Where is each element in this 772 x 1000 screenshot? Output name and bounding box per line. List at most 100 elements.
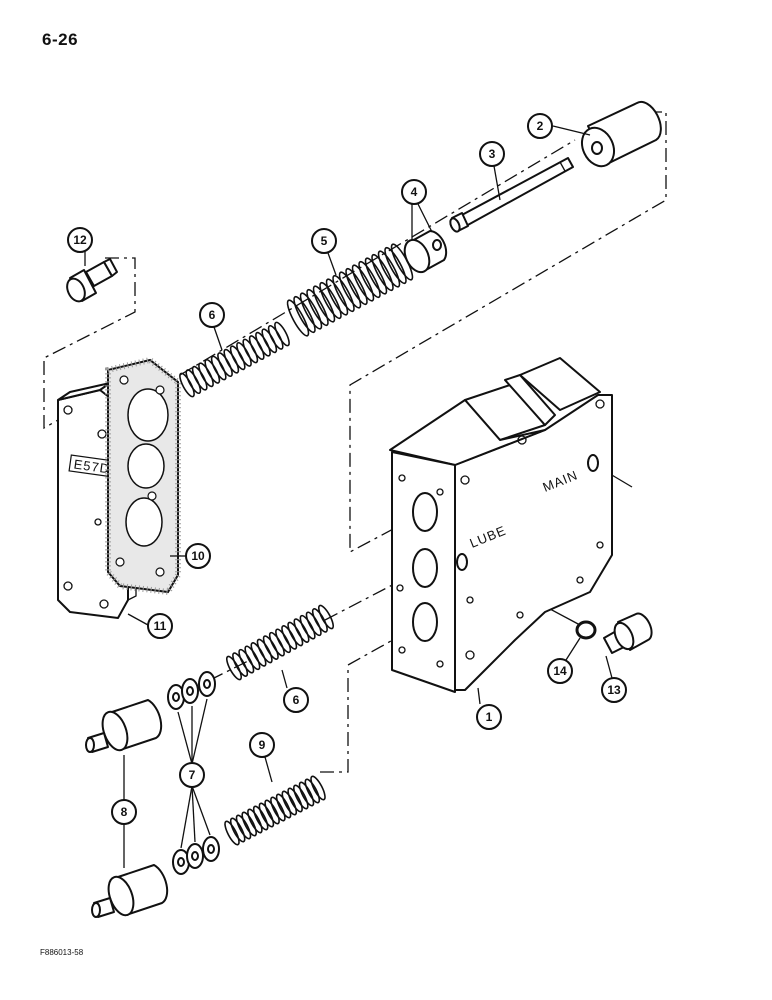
spring6a-coil: [198, 362, 214, 388]
spring5-coil: [306, 288, 329, 327]
svg-text:1: 1: [486, 710, 493, 724]
spring6b-coil: [275, 628, 292, 654]
spring6a-coil: [229, 345, 246, 371]
spring5-coil: [364, 257, 388, 295]
callout-6-upper: 6: [199, 302, 225, 328]
spring9-coil: [247, 808, 263, 834]
spring6a-coil: [267, 324, 284, 350]
callout-11: 11: [147, 613, 173, 639]
part-10-gasket: [105, 356, 181, 596]
part-6-upper-spring: [179, 321, 290, 398]
spring6a-coil: [274, 321, 290, 347]
cover-stamp: E57D: [73, 457, 111, 477]
spring5-coil: [338, 271, 362, 309]
callout-10: 10: [185, 543, 211, 569]
callout-3: 3: [479, 141, 505, 167]
spring6b-coil: [287, 621, 304, 647]
spring6a-coil: [210, 355, 227, 381]
spring5-coil: [345, 267, 368, 306]
spring9-coil: [281, 790, 298, 816]
spring5-coil: [286, 299, 310, 337]
part-8-spool-upper: [85, 699, 163, 753]
part-13-plug-bolt: [603, 612, 653, 654]
part-4-spacer: [403, 230, 448, 274]
spring6a-coil: [217, 352, 233, 378]
spring9-coil: [252, 805, 269, 831]
part-12-bolt: [66, 258, 118, 303]
callout-5: 5: [311, 228, 337, 254]
spring6a-coil: [255, 331, 271, 357]
spring6b-coil: [250, 642, 267, 667]
part-1-valve-housing: MAIN LUBE: [389, 357, 613, 693]
spring6b-coil: [299, 614, 316, 640]
callout-4: 4: [401, 179, 427, 205]
spring6b-coil: [293, 618, 310, 643]
spring6b-coil: [281, 625, 298, 650]
spring9-coil: [275, 793, 292, 819]
svg-text:5: 5: [321, 234, 328, 248]
spring6b-coil: [225, 655, 243, 681]
spring9-coil: [229, 817, 246, 843]
part-3-stem: [449, 157, 574, 233]
spring6a-coil: [248, 335, 265, 361]
spring6a-coil: [236, 341, 252, 367]
svg-text:4: 4: [411, 185, 418, 199]
spring6b-coil: [262, 635, 279, 660]
spring6b-coil: [244, 645, 261, 671]
leader-lines: [84, 125, 613, 868]
spring5-coil: [377, 250, 401, 288]
spring5-coil: [390, 243, 414, 281]
spring6b-coil: [305, 611, 322, 637]
spring5-coil: [371, 253, 394, 292]
spring9-coil: [287, 787, 303, 813]
svg-text:2: 2: [537, 119, 544, 133]
spring9-coil: [270, 796, 286, 822]
spring6b-coil: [232, 652, 249, 677]
spring6a-coil: [191, 365, 208, 391]
callout-13: 13: [601, 677, 627, 703]
spring9-coil: [235, 814, 252, 840]
svg-text:6: 6: [293, 693, 300, 707]
svg-text:10: 10: [191, 549, 205, 563]
part-6-lower-spring: [225, 604, 335, 681]
callout-7: 7: [179, 762, 205, 788]
callout-2: 2: [527, 113, 553, 139]
svg-text:12: 12: [73, 233, 87, 247]
spring6b-coil: [311, 608, 328, 633]
spring9-coil: [224, 820, 240, 846]
spring6b-coil: [238, 648, 255, 674]
callout-1: 1: [476, 704, 502, 730]
part-5-large-spring: [286, 243, 414, 337]
page-number: 6-26: [42, 30, 79, 49]
spring9-coil: [264, 799, 280, 825]
spring9-coil: [241, 811, 257, 837]
svg-text:8: 8: [121, 805, 128, 819]
callout-6-lower: 6: [283, 687, 309, 713]
part-7-washers-lower: [172, 836, 220, 875]
spring6b-coil: [317, 604, 335, 630]
spring6b-coil: [268, 631, 285, 657]
spring9-coil: [293, 784, 309, 810]
part-9-spring: [224, 775, 326, 846]
spring9-coil: [298, 781, 315, 807]
spring9-coil: [304, 778, 321, 804]
part-7-washers-upper: [167, 671, 216, 710]
svg-text:11: 11: [154, 619, 167, 633]
callout-8: 8: [111, 799, 137, 825]
spring5-coil: [358, 260, 381, 299]
spring6b-coil: [256, 638, 273, 664]
spring5-coil: [351, 264, 375, 302]
svg-text:9: 9: [259, 738, 266, 752]
svg-text:6: 6: [209, 308, 216, 322]
callout-9: 9: [249, 732, 275, 758]
svg-text:14: 14: [553, 664, 567, 678]
spring5-coil: [325, 278, 349, 316]
spring5-coil: [312, 285, 336, 323]
spring5-coil: [299, 292, 323, 330]
callout-14: 14: [547, 658, 573, 684]
callout-12: 12: [67, 227, 93, 253]
spring5-coil: [384, 246, 407, 285]
spring9-coil: [310, 775, 326, 801]
spring5-coil: [332, 274, 355, 313]
